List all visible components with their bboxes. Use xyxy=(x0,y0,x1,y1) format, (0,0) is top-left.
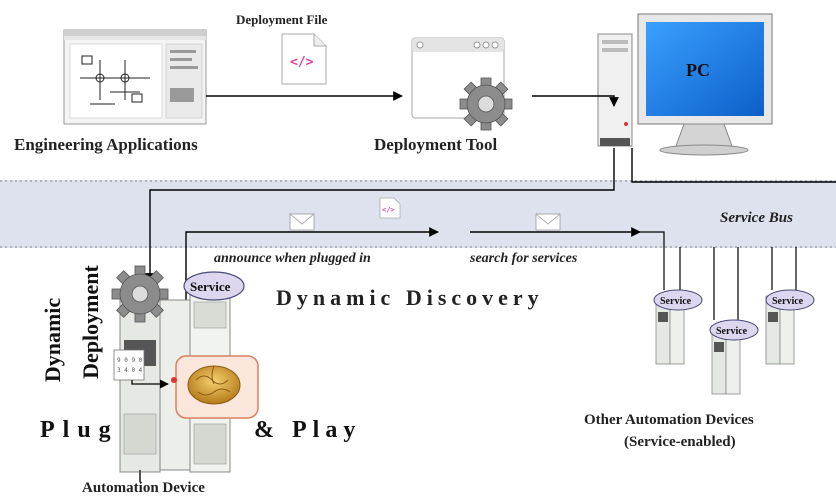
envelope-icon-search xyxy=(535,213,561,231)
other-devices-label-line2: (Service-enabled) xyxy=(624,434,736,450)
automation-device-label: Automation Device xyxy=(82,480,205,496)
service-bus-band xyxy=(0,180,836,248)
other-device-2: Service xyxy=(709,319,759,395)
gear-icon xyxy=(459,77,513,131)
plug-label: Plug xyxy=(40,417,119,443)
device-service-bubble: Service xyxy=(183,271,245,301)
device-label-plate: 9 0 9 0 3 4 0 4 xyxy=(113,349,145,381)
engineering-applications-label: Engineering Applications xyxy=(14,135,198,154)
deployment-label: Deployment xyxy=(78,265,103,379)
pc-to-bus-line xyxy=(631,148,836,183)
bus-deployment-file-icon: </> xyxy=(379,197,401,219)
other-service-label-3: Service xyxy=(772,296,804,307)
arrow-tool-to-pc xyxy=(532,95,619,107)
pc-to-deployment-line xyxy=(145,148,615,283)
deployment-tool-label: Deployment Tool xyxy=(374,135,498,154)
pc-monitor xyxy=(637,13,773,156)
svg-text:9 0 9 0: 9 0 9 0 xyxy=(117,357,143,364)
dynamic-discovery-label: Dynamic Discovery xyxy=(276,285,544,310)
pc-label: PC xyxy=(686,60,710,80)
deployment-file-icon: </> xyxy=(281,33,327,85)
pc-tower xyxy=(597,33,633,147)
announce-label: announce when plugged in xyxy=(214,251,371,266)
device-gear-icon xyxy=(111,265,169,323)
svg-text:3 4 0 4: 3 4 0 4 xyxy=(117,367,143,374)
other-devices-label-line1: Other Automation Devices xyxy=(584,412,754,428)
other-device-3: Service xyxy=(765,289,815,365)
engineering-app-thumbnail xyxy=(63,29,207,125)
svg-text:</>: </> xyxy=(290,55,314,70)
play-label: & Play xyxy=(254,417,361,443)
other-device-1: Service xyxy=(653,289,703,365)
other-service-label-1: Service xyxy=(660,296,692,307)
plate-to-brain-arrow xyxy=(131,379,169,389)
dynamic-label: Dynamic xyxy=(40,298,65,383)
service-bus-label: Service Bus xyxy=(720,210,793,226)
svg-text:</>: </> xyxy=(382,206,395,214)
bus-drop-1 xyxy=(640,231,665,290)
other-service-label-2: Service xyxy=(716,326,748,337)
device-service-label: Service xyxy=(190,279,231,294)
envelope-icon-announce xyxy=(289,213,315,231)
announce-arrow xyxy=(185,227,439,300)
search-label: search for services xyxy=(469,251,578,266)
brain-icon xyxy=(171,355,259,419)
deployment-file-label: Deployment File xyxy=(236,12,328,27)
